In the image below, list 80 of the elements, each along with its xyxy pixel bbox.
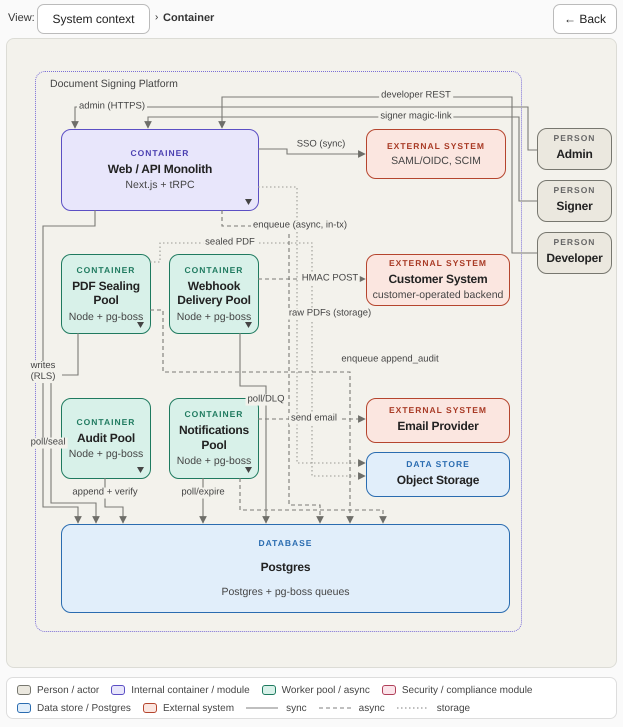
node-title: Web / API Monolith bbox=[108, 162, 212, 176]
back-button: ← Back bbox=[553, 4, 617, 34]
breadcrumb-separator: › bbox=[155, 12, 158, 23]
breadcrumb-current: Container bbox=[163, 12, 214, 24]
boundary-title: Document Signing Platform bbox=[50, 78, 178, 90]
view-label: View: bbox=[8, 12, 35, 24]
legend-label: Data store / Postgres bbox=[37, 702, 131, 714]
node-title: Signer bbox=[556, 199, 593, 214]
node-type-label: PERSON bbox=[554, 133, 596, 144]
edge-label: signer magic-link bbox=[378, 112, 454, 122]
node-type-label: CONTAINER bbox=[184, 264, 244, 275]
person-box bbox=[537, 180, 612, 222]
node-subtitle: customer-operated backend bbox=[372, 289, 504, 302]
external-system-box bbox=[366, 398, 510, 443]
external-system-box bbox=[366, 254, 510, 306]
arrow bbox=[150, 309, 354, 524]
node-type-label: EXTERNAL SYSTEM bbox=[387, 140, 485, 151]
edge-label: developer REST bbox=[379, 90, 453, 102]
legend-label: Worker pool / async bbox=[282, 684, 370, 696]
node-title: Email Provider bbox=[397, 418, 479, 434]
node-title: Notifications Pool bbox=[178, 423, 250, 452]
arrow bbox=[239, 333, 270, 524]
container-box bbox=[61, 129, 259, 211]
node-subtitle: Node + pg-boss bbox=[176, 310, 252, 324]
node-title: Audit Pool bbox=[77, 430, 135, 445]
legend-label: async bbox=[358, 702, 385, 714]
worker-pool-box bbox=[61, 254, 151, 334]
node-subtitle: Node + pg-boss bbox=[68, 448, 144, 460]
node-title: Postgres bbox=[260, 560, 310, 574]
edge-label: SSO (sync) bbox=[294, 140, 348, 150]
node-type-label: EXTERNAL SYSTEM bbox=[389, 258, 487, 268]
node-type-label: EXTERNAL SYSTEM bbox=[389, 404, 487, 415]
node-title: Admin bbox=[556, 147, 593, 162]
arrow bbox=[42, 210, 96, 524]
arrow bbox=[221, 210, 324, 524]
legend-label: External system bbox=[162, 702, 234, 714]
node-title: Webhook Delivery Pool bbox=[176, 278, 252, 308]
node-subtitle: Node + pg-boss bbox=[176, 455, 252, 468]
legend-label: Internal container / module bbox=[131, 684, 250, 696]
edge-label: enqueue (async, in-tx) bbox=[251, 220, 349, 232]
node-subtitle: Node + pg-boss bbox=[68, 310, 144, 324]
arrow bbox=[239, 478, 387, 524]
person-box bbox=[537, 232, 612, 274]
node-type-label: DATABASE bbox=[258, 538, 312, 548]
edge-label: poll/DLQ bbox=[246, 394, 286, 406]
node-subtitle: SAML/OIDC, SCIM bbox=[391, 154, 481, 168]
edge-label: send email bbox=[289, 414, 339, 424]
legend-label: Person / actor bbox=[37, 684, 100, 696]
node-type-label: DATA STORE bbox=[406, 458, 470, 469]
node-title: Customer System bbox=[388, 272, 488, 286]
worker-pool-box bbox=[169, 254, 259, 334]
node-type-label: CONTAINER bbox=[76, 264, 136, 275]
legend-label: storage bbox=[436, 702, 470, 714]
data-store-box bbox=[61, 524, 510, 613]
node-type-label: CONTAINER bbox=[130, 148, 190, 158]
edge-label: raw PDFs (storage) bbox=[286, 308, 374, 320]
arrow bbox=[258, 148, 366, 158]
view-button: System context bbox=[37, 4, 150, 34]
node-type-label: CONTAINER bbox=[184, 409, 244, 420]
node-title: Object Storage bbox=[396, 472, 480, 488]
node-subtitle: Next.js + tRPC bbox=[125, 179, 195, 192]
legend-label: sync bbox=[286, 702, 307, 714]
arrow bbox=[50, 333, 100, 524]
edge-label: poll/expire bbox=[179, 488, 227, 498]
data-store-box bbox=[366, 452, 510, 497]
edge-label: poll/seal bbox=[28, 438, 68, 448]
arrow bbox=[258, 186, 366, 467]
node-type-label: PERSON bbox=[554, 185, 596, 196]
node-title: PDF Sealing Pool bbox=[71, 278, 141, 308]
edge-label: admin (HTTPS) bbox=[77, 102, 147, 112]
node-subtitle: Postgres + pg-boss queues bbox=[221, 586, 350, 599]
edge-label: enqueue append_audit bbox=[339, 354, 441, 366]
node-type-label: CONTAINER bbox=[76, 416, 136, 426]
external-system-box bbox=[366, 129, 506, 179]
edge-label: HMAC POST bbox=[300, 274, 360, 284]
edge-label: append + verify bbox=[70, 488, 140, 498]
node-title: Developer bbox=[546, 251, 603, 266]
person-box bbox=[537, 128, 612, 170]
node-type-label: PERSON bbox=[554, 237, 596, 248]
legend-label: Security / compliance module bbox=[402, 684, 532, 696]
